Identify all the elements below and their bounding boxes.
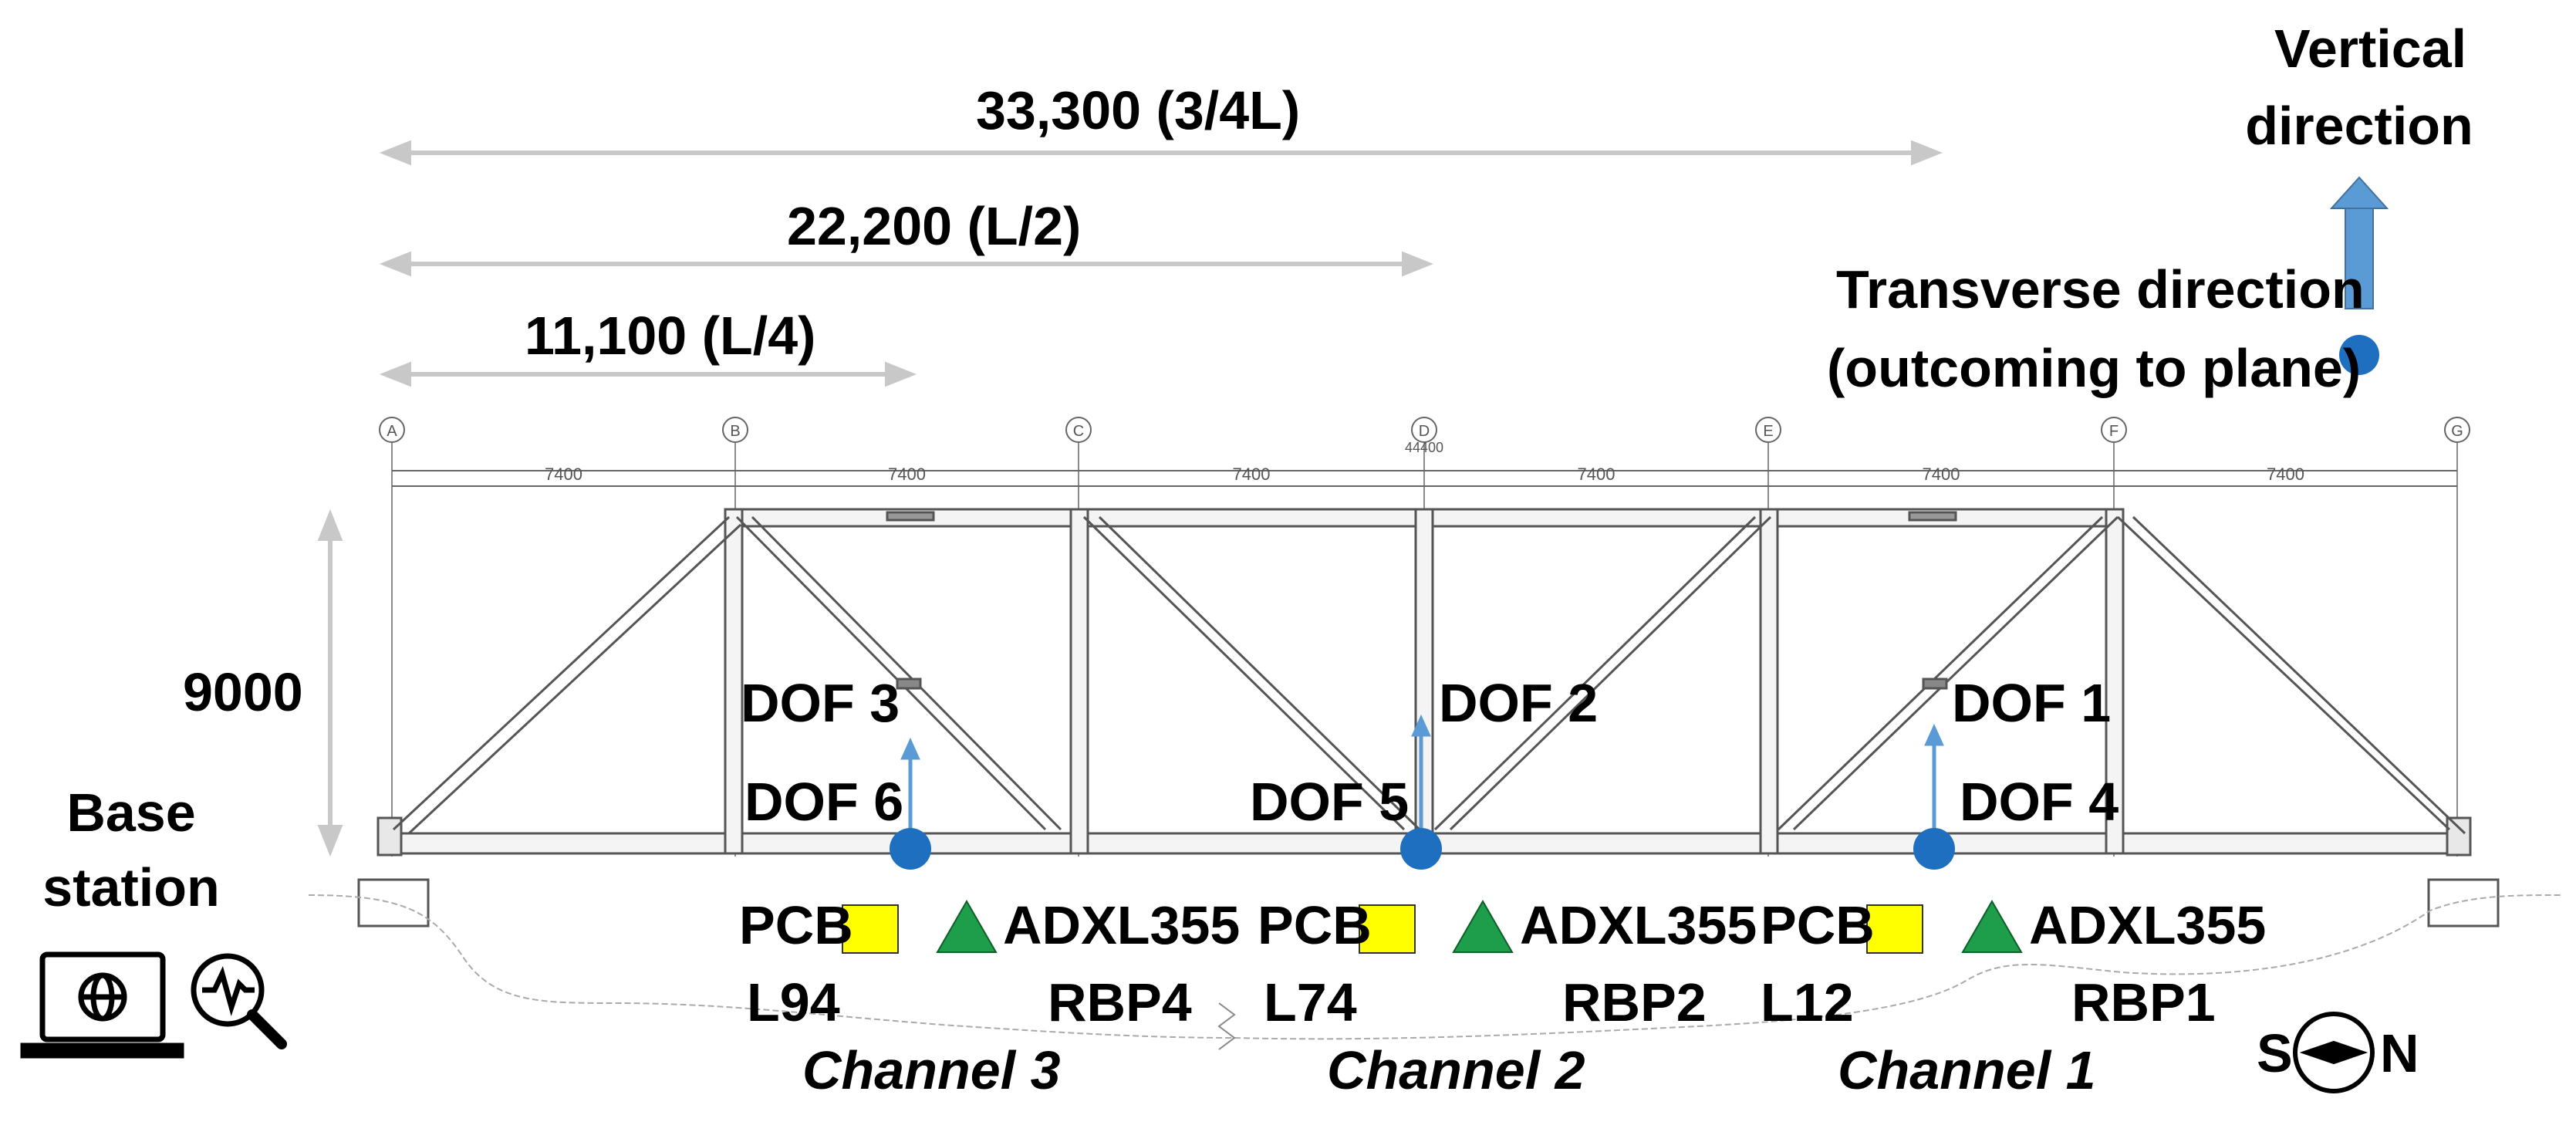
vertical-c	[1069, 508, 1089, 855]
adxl-id-2: RBP2	[1562, 972, 1707, 1032]
compass-north-label: N	[2380, 1023, 2419, 1083]
adxl-id-1: RBP1	[2071, 972, 2216, 1032]
dimension-label-L2: 22,200 (L/2)	[787, 196, 1082, 256]
vertical-e	[1759, 508, 1779, 855]
pcb-sensors	[842, 904, 1923, 954]
dim-arrow-L2	[379, 251, 1434, 277]
dimension-label-3-4L: 33,300 (3/4L)	[976, 80, 1301, 140]
vertical-d	[1414, 508, 1434, 855]
dimension-label-height: 9000	[183, 662, 303, 722]
total-length-label: 44400	[1405, 440, 1443, 455]
transverse-direction-label-2: (outcoming to plane)	[1827, 338, 2362, 398]
pcb-label-3: PCB	[739, 895, 853, 955]
bay-length-label: 7400	[888, 465, 926, 484]
vertical-direction-arrow	[2329, 176, 2389, 309]
grid-letter-B: B	[730, 423, 740, 440]
adxl-label-2: ADXL355	[1520, 895, 1757, 955]
dof-label-2: DOF 2	[1439, 673, 1599, 733]
channel-label-1: Channel 1	[1838, 1040, 2096, 1100]
point-channel-2	[1400, 828, 1442, 870]
dim-arrow-3-4L	[379, 140, 1943, 166]
base-station-label-1: Base	[66, 782, 196, 843]
ground-line	[308, 894, 2562, 1040]
dof-arrows	[900, 714, 1944, 841]
vertical-b	[724, 508, 744, 855]
vertical-direction-label-2: direction	[2245, 96, 2473, 156]
dof-label-6: DOF 6	[744, 772, 904, 832]
right-abutment	[2427, 878, 2500, 928]
point-channel-1	[1913, 828, 1955, 870]
adxl-id-3: RBP4	[1048, 972, 1192, 1032]
base-station-label-2: station	[42, 857, 220, 917]
dof-label-1: DOF 1	[1952, 673, 2112, 733]
laptop-globe-icon	[20, 951, 184, 1059]
adxl-sensors	[936, 899, 2023, 953]
dim-arrow-height	[317, 509, 343, 857]
bay-length-label: 7400	[2267, 465, 2304, 484]
pcb-label-1: PCB	[1761, 895, 1875, 955]
vertical-direction-label-1: Vertical	[2274, 19, 2467, 79]
right-bearing	[2446, 816, 2472, 857]
grid-letter-C: C	[1073, 423, 1084, 440]
grid-letter-D: D	[1419, 423, 1430, 440]
transverse-direction-dot	[2339, 335, 2379, 375]
channel-label-2: Channel 2	[1327, 1040, 1585, 1100]
pcb-id-3: L94	[747, 972, 840, 1032]
magnifier-waveform-icon	[191, 953, 287, 1049]
channel-label-3: Channel 3	[802, 1040, 1061, 1100]
vertical-f	[2105, 508, 2125, 855]
grid-letter-A: A	[387, 423, 397, 440]
dim-arrow-L4	[379, 361, 917, 387]
grid-letter-G: G	[2451, 423, 2463, 440]
bay-length-label: 7400	[1578, 465, 1615, 484]
bay-length-label: 7400	[545, 465, 582, 484]
left-bearing	[376, 816, 403, 857]
measurement-points	[890, 828, 1955, 870]
pcb-id-2: L74	[1264, 972, 1357, 1032]
adxl-label-3: ADXL355	[1003, 895, 1241, 955]
bay-length-label: 7400	[1923, 465, 1960, 484]
transverse-direction-label-1: Transverse direction	[1836, 259, 2365, 319]
dimension-arrows	[317, 140, 1943, 857]
dof-label-4: DOF 4	[1960, 772, 2119, 832]
adxl-label-1: ADXL355	[2029, 895, 2267, 955]
compass-icon	[2293, 1012, 2375, 1093]
diagonals	[392, 515, 2466, 835]
pcb-id-1: L12	[1761, 972, 1854, 1032]
dimension-label-L4: 11,100 (L/4)	[525, 306, 816, 366]
compass-south-label: S	[2257, 1023, 2293, 1083]
grid-letter-E: E	[1763, 423, 1773, 440]
dof-label-5: DOF 5	[1250, 772, 1410, 832]
bay-length-label: 7400	[1233, 465, 1271, 484]
grid-letter-F: F	[2109, 423, 2119, 440]
pcb-label-2: PCB	[1258, 895, 1372, 955]
point-channel-3	[890, 828, 931, 870]
dof-label-3: DOF 3	[741, 673, 900, 733]
